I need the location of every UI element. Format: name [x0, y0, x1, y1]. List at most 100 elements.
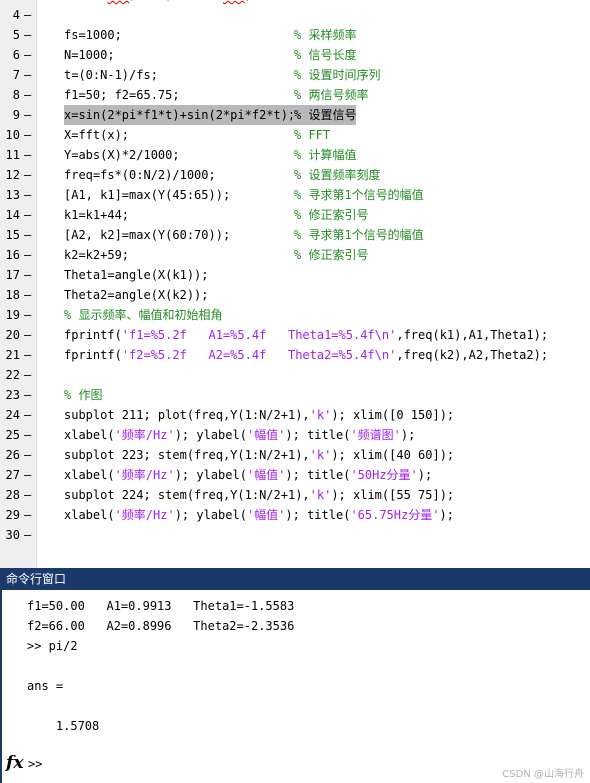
code-line[interactable]: 6–N=1000;% 信号长度 [0, 45, 590, 65]
breakpoint-marker[interactable]: – [24, 448, 32, 462]
code-text: Theta2=angle(X(k2)); [64, 288, 209, 302]
line-number: 4 [12, 8, 20, 22]
code-token: ); xlim([40 60]); [331, 448, 455, 462]
code-line[interactable]: 16–k2=k2+59;% 修正索引号 [0, 245, 590, 265]
command-window[interactable]: f1=50.00 A1=0.9913 Theta1=-1.5583 f2=66.… [0, 590, 590, 783]
code-line[interactable]: 9–x=sin(2*pi*f1*t)+sin(2*pi*f2*t);% 设置信号 [0, 105, 590, 125]
breakpoint-marker[interactable]: – [24, 88, 32, 102]
code-line[interactable]: 27–xlabel('频率/Hz'); ylabel('幅值'); title(… [0, 465, 590, 485]
string-literal: 'f2=%5.2f A2=%5.4f Theta2=%5.4f\n' [121, 348, 397, 362]
line-number: 19 [5, 308, 20, 322]
code-line[interactable]: 17–Theta1=angle(X(k1)); [0, 265, 590, 285]
output-line: 1.5708 [27, 719, 100, 733]
code-line[interactable]: 30– [0, 525, 590, 545]
breakpoint-marker[interactable]: – [24, 388, 32, 402]
breakpoint-marker[interactable]: – [24, 208, 32, 222]
code-comment: % 修正索引号 [294, 248, 369, 262]
breakpoint-marker[interactable]: – [24, 28, 32, 42]
string-literal: '50Hz分量' [350, 468, 418, 482]
breakpoint-marker[interactable]: – [24, 428, 32, 442]
code-line[interactable]: 18– Theta2=angle(X(k2)); [0, 285, 590, 305]
breakpoint-marker[interactable]: – [24, 268, 32, 282]
line-number: 25 [5, 428, 20, 442]
output-line: f1=50.00 A1=0.9913 Theta1=-1.5583 [27, 599, 295, 613]
code-comment: % 设置时间序列 [294, 68, 381, 82]
code-line[interactable]: 25–xlabel('频率/Hz'); ylabel('幅值'); title(… [0, 425, 590, 445]
code-editor[interactable]: 3–clear all; clc; close all;4–5–fs=1000;… [0, 0, 590, 568]
line-number: 28 [5, 488, 20, 502]
breakpoint-marker[interactable]: – [24, 408, 32, 422]
code-token: ); [400, 428, 416, 442]
breakpoint-marker[interactable]: – [24, 308, 32, 322]
string-literal: 'k' [309, 448, 332, 462]
code-line[interactable]: 15–[A2, k2]=max(Y(60:70));% 寻求第1个信号的幅值 [0, 225, 590, 245]
code-line[interactable]: 13–[A1, k1]=max(Y(45:65));% 寻求第1个信号的幅值 [0, 185, 590, 205]
code-token: fprintf( [64, 348, 122, 362]
breakpoint-marker[interactable]: – [24, 228, 32, 242]
breakpoint-marker[interactable]: – [24, 0, 34, 5]
code-line[interactable]: 24–subplot 211; plot(freq,Y(1:N/2+1),'k'… [0, 405, 590, 425]
code-line[interactable]: 21–fprintf('f2=%5.2f A2=%5.4f Theta2=%5.… [0, 345, 590, 365]
code-comment: % 作图 [64, 388, 103, 402]
code-lines: 3–clear all; clc; close all;4–5–fs=1000;… [0, 0, 590, 545]
breakpoint-marker[interactable]: – [24, 48, 32, 62]
code-line[interactable]: 23–% 作图 [0, 385, 590, 405]
line-number: 12 [5, 168, 20, 182]
code-line[interactable]: 7–t=(0:N-1)/fs;% 设置时间序列 [0, 65, 590, 85]
string-literal: '幅值' [246, 508, 286, 522]
code-text: xlabel('频率/Hz'); ylabel('幅值'); title('50… [64, 465, 432, 485]
breakpoint-marker[interactable]: – [24, 68, 32, 82]
breakpoint-marker[interactable]: – [24, 508, 32, 522]
code-comment: % 设置频率刻度 [294, 168, 381, 182]
code-line[interactable]: 10–X=fft(x);% FFT [0, 125, 590, 145]
code-line[interactable]: 3–clear all; clc; close all; [0, 0, 590, 5]
code-token: ); title( [285, 508, 351, 522]
code-line[interactable]: 4– [0, 5, 590, 25]
breakpoint-marker[interactable]: – [24, 288, 32, 302]
breakpoint-marker[interactable]: – [24, 168, 32, 182]
code-line[interactable]: 14–k1=k1+44;% 修正索引号 [0, 205, 590, 225]
breakpoint-marker[interactable]: – [24, 128, 32, 142]
code-line[interactable]: 28–subplot 224; stem(freq,Y(1:N/2+1),'k'… [0, 485, 590, 505]
code-token: ); title( [285, 468, 351, 482]
breakpoint-marker[interactable]: – [24, 528, 32, 542]
breakpoint-marker[interactable]: – [24, 348, 32, 362]
code-token: ); title( [285, 428, 351, 442]
code-line[interactable]: 20–fprintf('f1=%5.2f A1=%5.4f Theta1=%5.… [0, 325, 590, 345]
code-text: X=fft(x); [64, 128, 130, 142]
code-line[interactable]: 19– % 显示频率、幅值和初始相角 [0, 305, 590, 325]
code-line[interactable]: 11–Y=abs(X)*2/1000;% 计算幅值 [0, 145, 590, 165]
code-comment: % 显示频率、幅值和初始相角 [64, 308, 223, 322]
code-token: xlabel( [64, 508, 115, 522]
code-text: k1=k1+44; [64, 208, 130, 222]
string-literal: '频率/Hz' [114, 468, 175, 482]
line-number: 11 [5, 148, 20, 162]
code-line[interactable]: 22– [0, 365, 590, 385]
code-line[interactable]: 12– freq=fs*(0:N/2)/1000; % 设置频率刻度 [0, 165, 590, 185]
breakpoint-marker[interactable]: – [24, 108, 32, 122]
code-line[interactable]: 8–f1=50; f2=65.75;% 两信号频率 [0, 85, 590, 105]
code-comment: % 采样频率 [294, 28, 357, 42]
warning-underlined-token: all [107, 0, 129, 2]
line-number: 18 [5, 288, 20, 302]
breakpoint-marker[interactable]: – [24, 488, 32, 502]
breakpoint-marker[interactable]: – [24, 148, 32, 162]
code-line[interactable]: 5–fs=1000;% 采样频率 [0, 25, 590, 45]
code-comment: % 寻求第1个信号的幅值 [294, 188, 424, 202]
breakpoint-marker[interactable]: – [24, 188, 32, 202]
code-text: N=1000; [64, 48, 115, 62]
code-line[interactable]: 26–subplot 223; stem(freq,Y(1:N/2+1),'k'… [0, 445, 590, 465]
breakpoint-marker[interactable]: – [24, 468, 32, 482]
code-text: freq=fs*(0:N/2)/1000; [64, 168, 216, 182]
code-token: xlabel( [64, 428, 115, 442]
code-text: subplot 223; stem(freq,Y(1:N/2+1),'k'); … [64, 445, 454, 465]
breakpoint-marker[interactable]: – [24, 328, 32, 342]
breakpoint-marker[interactable]: – [24, 368, 32, 382]
fx-function-browser-icon[interactable]: fx [6, 753, 24, 773]
code-token: ); ylabel( [174, 508, 247, 522]
code-line[interactable]: 29–xlabel('频率/Hz'); ylabel('幅值'); title(… [0, 505, 590, 525]
breakpoint-marker[interactable]: – [24, 8, 32, 22]
command-prompt-input[interactable]: >> [28, 757, 43, 771]
line-number: 8 [12, 88, 20, 102]
breakpoint-marker[interactable]: – [24, 248, 32, 262]
